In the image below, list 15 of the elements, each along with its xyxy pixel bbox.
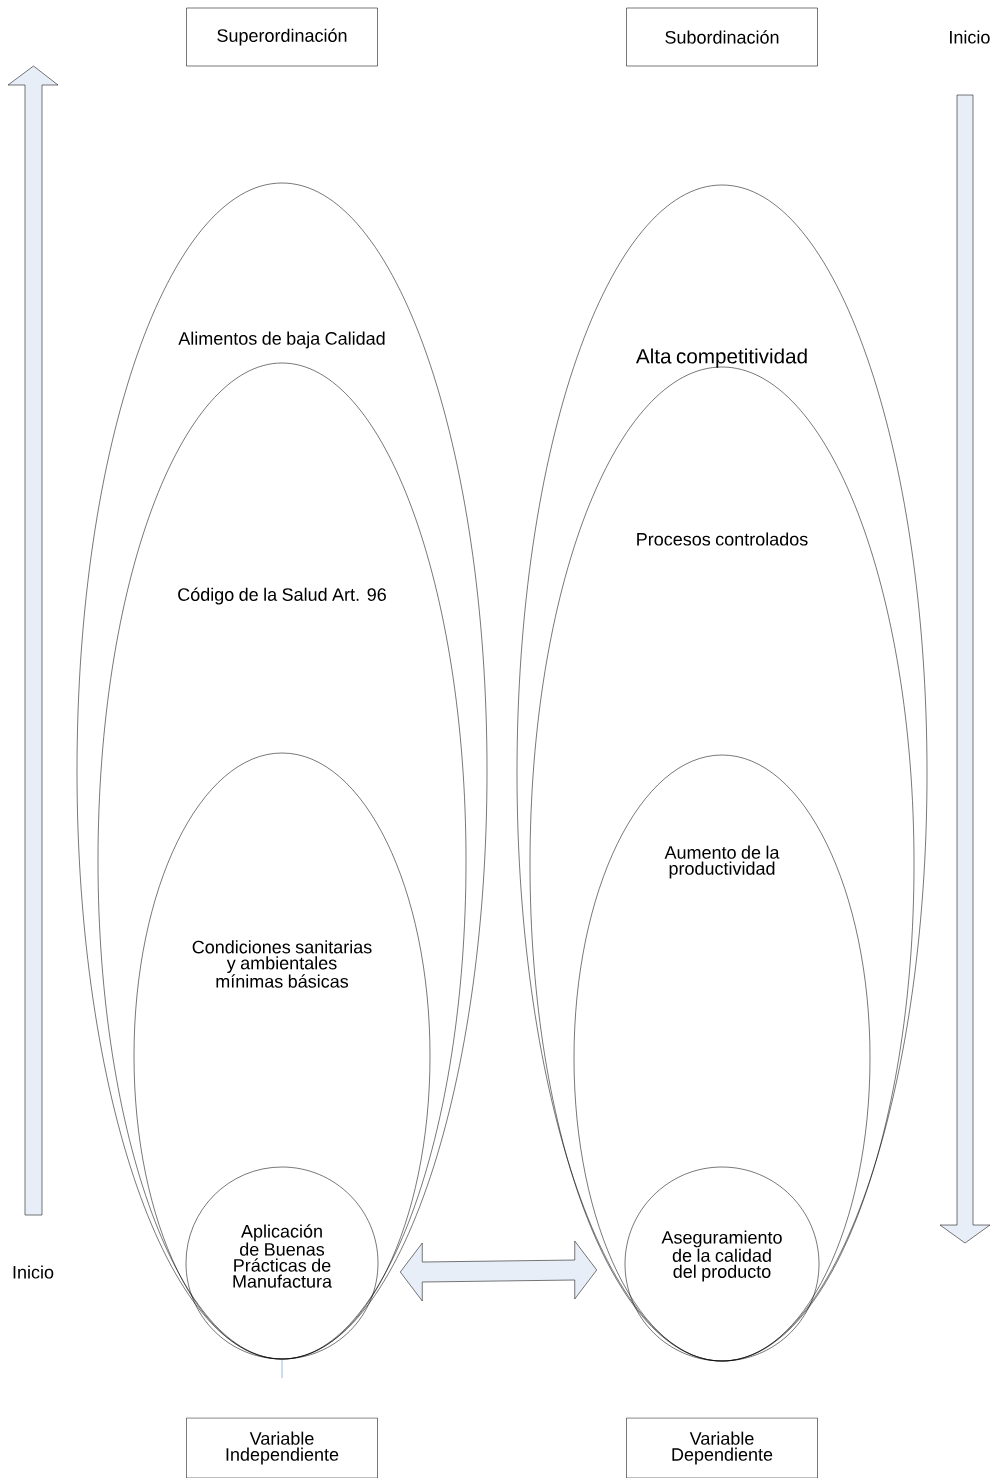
ellipse-label: Aseguramiento de la calidad del producto (661, 1230, 782, 1282)
text-box: Variable Dependiente (626, 1417, 818, 1478)
ellipse-label: Alimentos de baja Calidad (178, 331, 385, 349)
ellipse-label: Aplicación de Buenas Prácticas de Manufactura (233, 1224, 333, 1288)
label: Inicio (13, 1265, 54, 1279)
ellipse-label: Código de la Salud Art. 96 (178, 587, 386, 605)
text-box: Variable Independiente (186, 1417, 378, 1478)
text-box: Subordinación (626, 7, 818, 67)
text-box: Superordinación (186, 7, 378, 67)
ellipse-label: Aumento de la productividad (664, 845, 780, 879)
label: Inicio (950, 30, 990, 44)
ellipse-label: Alta competitividad (635, 348, 807, 368)
double-arrow (400, 1240, 597, 1302)
ellipse-label: Procesos controlados (637, 532, 808, 546)
ellipse-label: Condiciones sanitarias y ambientales mínimas básicas (192, 940, 372, 988)
